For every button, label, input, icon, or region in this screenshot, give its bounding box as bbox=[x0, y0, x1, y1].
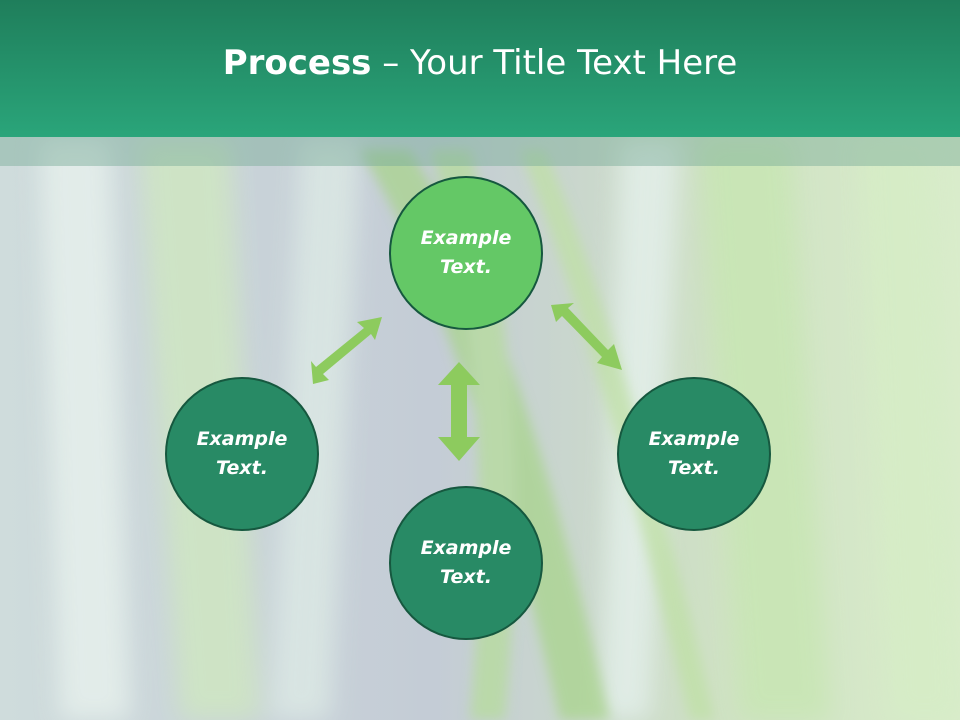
process-node-top: Example Text. bbox=[389, 176, 543, 330]
arrow-top-bottom bbox=[438, 362, 480, 461]
node-top-line1: Example bbox=[420, 227, 512, 249]
process-node-left: Example Text. bbox=[165, 377, 319, 531]
process-node-bottom: Example Text. bbox=[389, 486, 543, 640]
title-rest-part: – Your Title Text Here bbox=[371, 42, 738, 83]
title-bar: Process – Your Title Text Here bbox=[0, 0, 960, 137]
slide-title: Process – Your Title Text Here bbox=[223, 43, 738, 83]
arrow-left-top bbox=[311, 317, 382, 384]
process-node-right: Example Text. bbox=[617, 377, 771, 531]
node-left-line2: Text. bbox=[216, 457, 268, 479]
node-bottom-line1: Example bbox=[420, 537, 512, 559]
node-bottom-line2: Text. bbox=[440, 566, 492, 588]
node-right-line2: Text. bbox=[668, 457, 720, 479]
title-sub-band bbox=[0, 137, 960, 166]
arrow-top-right bbox=[551, 303, 622, 370]
node-right-line1: Example bbox=[648, 428, 740, 450]
node-top-line2: Text. bbox=[440, 256, 492, 278]
title-bold-part: Process bbox=[222, 42, 372, 83]
node-left-line1: Example bbox=[196, 428, 288, 450]
